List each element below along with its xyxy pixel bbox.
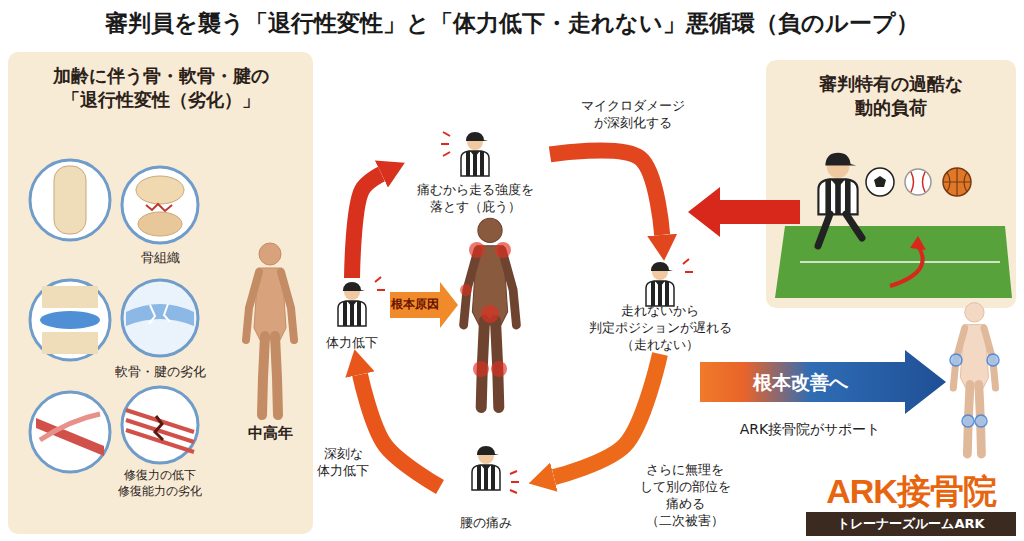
node-heading: 審判特有の過酷な動的負荷 — [816, 72, 966, 121]
referee-icon — [472, 446, 500, 490]
pain-spot — [481, 305, 499, 323]
loop-step: 走れないから判定ポジションが遅れる（走れない） — [572, 258, 748, 354]
node-heading: ARK接骨院 — [806, 474, 1016, 510]
healthy-figure — [953, 303, 995, 454]
annotation-label: 骨組織 — [120, 250, 200, 267]
pain-mark — [441, 132, 450, 156]
referee-icon — [646, 262, 674, 306]
annotation-label: 軟骨・腱の劣化 — [110, 364, 210, 381]
brand-logo: ARK接骨院トレーナーズルームARK — [806, 474, 1016, 534]
loop-step: 腰の痛み — [440, 442, 532, 532]
cycle-arrow — [360, 375, 440, 487]
pain-spot — [491, 361, 507, 377]
support-spot — [962, 415, 974, 427]
node-heading: 痛むから走る強度を落とす（庇う） — [409, 182, 541, 216]
pain-spot — [473, 361, 489, 377]
improvement-arrow — [700, 350, 946, 414]
support-spot — [975, 415, 987, 427]
node-heading: 走れないから判定ポジションが遅れる（走れない） — [574, 303, 746, 354]
edge-label: マイクロダメージが深刻化する — [578, 98, 688, 132]
annotation-label: 修復力の低下 修復能力の劣化 — [112, 468, 208, 499]
loop-step: 体力低下 — [318, 278, 386, 352]
pain-mark — [510, 471, 519, 493]
root-cause-arrow — [390, 282, 458, 328]
cycle-arrow — [554, 354, 660, 477]
cycle-arrow — [352, 174, 381, 278]
pain-spot — [460, 284, 472, 296]
pain-spot — [469, 242, 485, 258]
edge-label: 深刻な体力低下 — [314, 446, 372, 480]
loop-step: 痛むから走る強度を落とす（庇う） — [400, 128, 550, 216]
node-heading: 腰の痛み — [440, 515, 532, 532]
node-subtext: トレーナーズルームARK — [806, 512, 1016, 536]
pain-mark — [683, 259, 693, 272]
injured-figure — [464, 218, 517, 407]
info-panel: 加齢に伴う骨・軟骨・腱の「退行性変性（劣化）」 — [8, 52, 313, 534]
pain-spot — [495, 242, 511, 258]
referee-icon — [338, 282, 366, 326]
node-heading: 加齢に伴う骨・軟骨・腱の「退行性変性（劣化）」 — [45, 64, 277, 113]
info-panel: 審判特有の過酷な動的負荷 — [766, 60, 1016, 308]
support-spot — [950, 354, 962, 366]
cycle-arrow — [550, 150, 662, 235]
pain-mark — [375, 277, 385, 290]
annotation-label: 根本原因 — [390, 297, 440, 313]
referee-icon — [461, 132, 489, 176]
diagram-title: 審判員を襲う「退行性変性」と「体力低下・走れない」悪循環（負のループ） — [0, 8, 1024, 39]
node-heading: 体力低下 — [318, 335, 386, 352]
annotation-label: 根本改善へ — [715, 370, 885, 395]
annotation-label: ARK接骨院がサポート — [715, 420, 905, 438]
edge-label: さらに無理をして別の部位を痛める（二次被害） — [630, 462, 740, 530]
annotation-label: 中高年 — [225, 424, 315, 444]
support-spot — [987, 354, 999, 366]
